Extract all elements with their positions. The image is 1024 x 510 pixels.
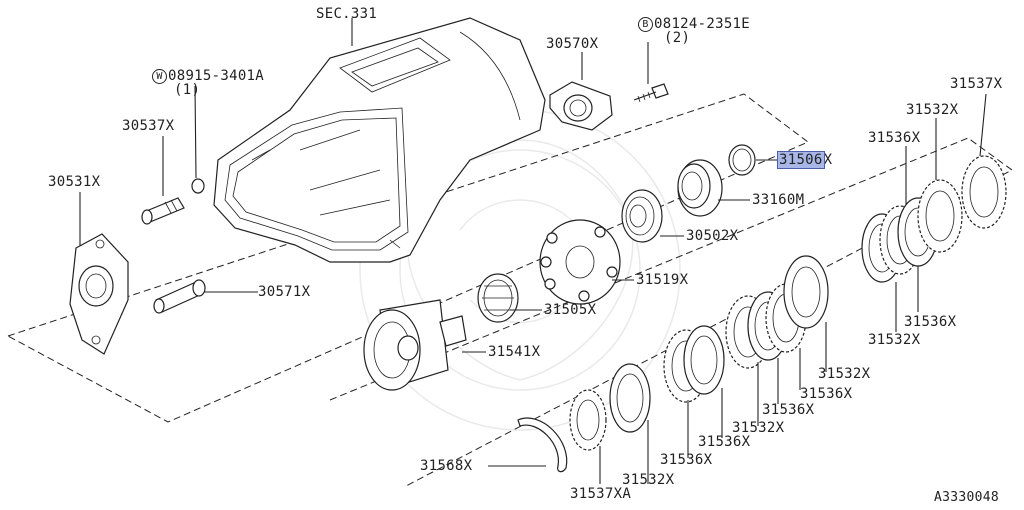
part-08124-bolt xyxy=(633,83,669,103)
label-31506X[interactable]: 31506X xyxy=(777,151,833,169)
label-30570X[interactable]: 30570X xyxy=(546,36,599,52)
part-30570X-flange xyxy=(549,81,613,131)
part-31537XA-plate xyxy=(569,389,607,451)
plate-31532x-a xyxy=(609,363,651,433)
part-31519X-carrier xyxy=(539,219,621,305)
label-30571X[interactable]: 30571X xyxy=(258,284,311,300)
figure-code: A3330048 xyxy=(934,490,1000,505)
label-31568X[interactable]: 31568X xyxy=(420,458,473,474)
transfer-case-housing xyxy=(213,17,546,263)
label-31536X-1[interactable]: 31536X xyxy=(660,452,713,468)
label-08124-qty: (2) xyxy=(664,30,691,46)
clutch-plates-row-upper xyxy=(861,155,1007,283)
label-31532X-5[interactable]: 31532X xyxy=(906,102,959,118)
plate-31536x-b xyxy=(683,325,725,395)
label-31536X-5[interactable]: 31536X xyxy=(904,314,957,330)
label-08915-qty: (1) xyxy=(174,82,201,98)
clutch-leaders-lower xyxy=(647,322,827,484)
part-30537X-plug xyxy=(141,197,185,225)
bolt-ref-code: 08124-2351E xyxy=(654,16,751,32)
label-31541X[interactable]: 31541X xyxy=(488,344,541,360)
plate-31532x-e xyxy=(917,179,963,253)
part-31541X-drum xyxy=(363,299,467,391)
label-31532X-1[interactable]: 31532X xyxy=(622,472,675,488)
label-31536X-2[interactable]: 31536X xyxy=(698,434,751,450)
label-30537X[interactable]: 30537X xyxy=(122,118,175,134)
part-33160M-seal xyxy=(677,159,723,217)
washer-ref-code: 08915-3401A xyxy=(168,68,265,84)
label-31537XA[interactable]: 31537XA xyxy=(570,486,632,502)
part-31505X-pinion xyxy=(477,273,519,323)
part-30531X-cover xyxy=(69,233,129,355)
label-31536X-3[interactable]: 31536X xyxy=(762,402,815,418)
label-31537X[interactable]: 31537X xyxy=(950,76,1003,92)
part-30502X-bearing xyxy=(621,189,663,243)
label-31536X-4[interactable]: 31536X xyxy=(800,386,853,402)
plate-31537x xyxy=(961,155,1007,229)
clutch-plates-row-lower xyxy=(609,255,829,433)
label-31519X[interactable]: 31519X xyxy=(636,272,689,288)
label-31532X-3[interactable]: 31532X xyxy=(818,366,871,382)
clutch-leaders-upper xyxy=(895,93,987,332)
highlighted-part-number[interactable]: 31506 xyxy=(777,151,825,169)
label-31505X[interactable]: 31505X xyxy=(544,302,597,318)
circle-b-symbol: B xyxy=(638,17,653,32)
label-31536X-6[interactable]: 31536X xyxy=(868,130,921,146)
circle-w-symbol: W xyxy=(152,69,167,84)
label-30502X[interactable]: 30502X xyxy=(686,228,739,244)
label-31532X-2[interactable]: 31532X xyxy=(732,420,785,436)
part-31568X-snap-ring xyxy=(517,417,568,473)
part-08915-washer xyxy=(191,178,205,194)
label-31532X-4[interactable]: 31532X xyxy=(868,332,921,348)
label-33160M[interactable]: 33160M xyxy=(752,192,805,208)
leader-08915 xyxy=(194,85,197,179)
label-30531X[interactable]: 30531X xyxy=(48,174,101,190)
label-31506-suffix: X xyxy=(823,152,833,168)
label-sec-331[interactable]: SEC.331 xyxy=(316,6,378,22)
part-30571X-bolt xyxy=(153,279,206,314)
assembly-envelope-lower xyxy=(329,137,1013,487)
plate-31532x-c xyxy=(783,255,829,329)
